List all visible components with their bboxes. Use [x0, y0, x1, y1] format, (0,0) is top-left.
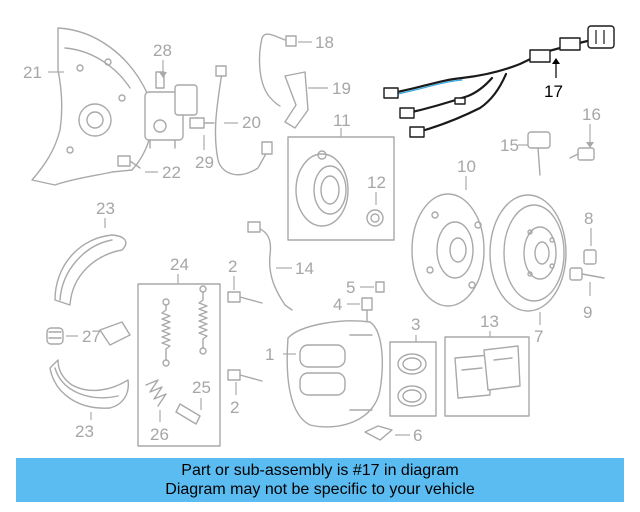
seal-kit-part — [397, 353, 427, 407]
brake-shoe-lower-part — [49, 321, 131, 409]
banner-line-2: Diagram may not be specific to your vehi… — [165, 481, 475, 498]
callout-15: 15 — [500, 136, 519, 155]
callout-9: 9 — [583, 303, 592, 322]
nut-8-part — [583, 249, 597, 265]
brake-line-part — [258, 33, 297, 107]
callout-1: 1 — [265, 345, 274, 364]
pad-set-box — [444, 336, 530, 417]
callout-5: 5 — [346, 278, 355, 297]
callout-19: 19 — [332, 79, 351, 98]
bolt-22-part — [117, 155, 141, 169]
callout-13: 13 — [480, 312, 499, 331]
info-banner: Part or sub-assembly is #17 in diagram D… — [16, 458, 624, 502]
parking-brake-unit-part — [144, 71, 198, 149]
nut-12-part — [366, 209, 384, 227]
callout-25: 25 — [192, 378, 211, 397]
callout-27: 27 — [82, 327, 101, 346]
callout-8: 8 — [584, 209, 593, 228]
bolt-9-part — [569, 267, 605, 281]
brake-hose-part — [214, 65, 273, 176]
callout-2a: 2 — [228, 257, 237, 276]
callout-24: 24 — [170, 255, 189, 274]
callout-6: 6 — [413, 426, 422, 445]
callout-18: 18 — [315, 33, 334, 52]
dust-shield-part — [31, 27, 154, 186]
brake-pads-part — [454, 345, 521, 399]
speed-sensor-part — [527, 131, 551, 176]
bolt-29-part — [189, 117, 215, 129]
callout-11: 11 — [333, 111, 351, 130]
bolt-2a-part — [227, 291, 263, 304]
callout-26: 26 — [150, 425, 169, 444]
bleeder-cap-part — [375, 281, 385, 293]
spring-26-part — [145, 379, 167, 407]
callout-21: 21 — [23, 63, 42, 82]
pad-wear-sensor-part — [247, 221, 293, 311]
callout-4: 4 — [333, 295, 342, 314]
callout-3: 3 — [411, 315, 420, 334]
bleeder-screw-part — [361, 297, 373, 323]
callout-23a: 23 — [96, 199, 115, 218]
hardware-kit-box — [137, 283, 221, 447]
bolt-16-part — [569, 147, 595, 161]
callout-16: 16 — [582, 105, 601, 124]
callout-29: 29 — [195, 153, 214, 172]
parts-diagram: 21 28 29 22 20 18 19 11 — [23, 25, 615, 447]
wheel-bearing-part — [295, 150, 349, 227]
callout-10: 10 — [457, 157, 476, 176]
callout-2b: 2 — [230, 398, 239, 417]
callout-28: 28 — [153, 41, 172, 60]
callout-7: 7 — [534, 327, 543, 346]
brake-caliper-part — [286, 320, 383, 428]
clip-6-part — [364, 425, 393, 441]
bracket-part — [284, 71, 309, 129]
callout-22: 22 — [162, 163, 181, 182]
brake-rotor-part — [489, 194, 567, 312]
callout-23b: 23 — [75, 422, 94, 441]
banner-line-1: Part or sub-assembly is #17 in diagram — [181, 462, 459, 479]
adjuster-part — [46, 327, 64, 345]
bolt-2b-part — [227, 369, 263, 382]
callout-20: 20 — [242, 113, 261, 132]
seal-kit-box — [389, 341, 437, 417]
pin-25-part — [175, 403, 201, 425]
callout-12: 12 — [367, 173, 386, 192]
brake-wear-sensor-harness-part — [383, 25, 615, 138]
callout-14: 14 — [295, 259, 314, 278]
springs-part — [161, 285, 208, 367]
brake-shoe-upper-part — [54, 234, 127, 306]
wheel-hub-part — [411, 193, 485, 307]
callout-17: 17 — [544, 82, 563, 101]
